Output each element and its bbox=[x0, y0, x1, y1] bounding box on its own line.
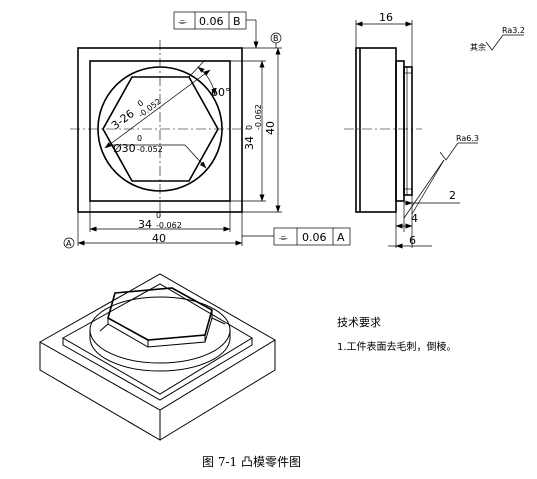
flatness-frame-bottom: ⌯ 0.06 A bbox=[242, 227, 351, 246]
angle-ext-line bbox=[188, 59, 206, 78]
tech-item-1: 1.工件表面去毛刺，倒棱。 bbox=[337, 340, 457, 353]
hex-dim-line bbox=[104, 69, 211, 149]
side-step bbox=[395, 60, 405, 202]
side-base-block bbox=[355, 47, 397, 213]
angle-text: 60° bbox=[211, 86, 231, 99]
outer-width-value: 40 bbox=[152, 232, 166, 245]
inner-width-value: 34 bbox=[138, 218, 152, 231]
roughness-other: 其余 Ra3.2 bbox=[470, 26, 525, 52]
tech-title: 技术要求 bbox=[337, 316, 381, 329]
datum-a-circle bbox=[63, 237, 75, 249]
isometric-view bbox=[38, 273, 276, 441]
tech-requirements: 技术要求 1.工件表面去毛刺，倒棱。 bbox=[337, 316, 457, 353]
flatness-top-datum: B bbox=[233, 15, 241, 28]
datum-b-label: B bbox=[273, 34, 279, 43]
roughness-other-prefix: 其余 bbox=[470, 42, 486, 52]
inner-height-lower: -0.062 bbox=[254, 104, 263, 130]
circle-dim-leader bbox=[184, 144, 207, 169]
dim-4-value: 4 bbox=[411, 212, 418, 225]
inner-height-upper: 0 bbox=[245, 125, 254, 130]
roughness-other-value: Ra3.2 bbox=[502, 26, 525, 35]
circle-dim-lower: -0.052 bbox=[137, 145, 163, 154]
flatness-bottom-datum: A bbox=[337, 231, 345, 244]
outer-height-value: 40 bbox=[264, 121, 277, 135]
flatness-top-value: 0.06 bbox=[199, 15, 224, 28]
flatness-bottom-symbol: ⌯ bbox=[279, 231, 288, 244]
dim-2-value: 2 bbox=[449, 189, 456, 202]
roughness-ra63: Ra6.3 bbox=[403, 134, 479, 219]
inner-width-lower: -0.062 bbox=[156, 221, 182, 230]
roughness-face-value: Ra6.3 bbox=[456, 134, 479, 143]
inner-width-upper: 0 bbox=[156, 211, 161, 220]
circle-dim-upper: 0 bbox=[137, 134, 142, 143]
circle-dim-text: Ø30 bbox=[113, 142, 136, 155]
inner-height-value: 34 bbox=[243, 136, 256, 150]
angle-arc bbox=[197, 66, 217, 96]
flatness-bottom-value: 0.06 bbox=[302, 231, 327, 244]
flatness-top-symbol: ⌯ bbox=[178, 15, 187, 28]
side-view: 16 2 4 6 Ra6.3 其余 Ra3.2 bbox=[344, 11, 525, 249]
hex-dim-upper: 0 bbox=[136, 98, 145, 108]
dim-6-value: 6 bbox=[409, 234, 416, 247]
front-view: 3-26 0 -0.052 60° Ø30 0 -0.052 34 0 -0.0… bbox=[63, 11, 351, 249]
length-dim-value: 16 bbox=[379, 11, 393, 24]
flatness-frame-top: ⌯ 0.06 B bbox=[173, 11, 259, 49]
datum-a-label: A bbox=[66, 239, 72, 248]
figure-caption: 图 7-1 凸模零件图 bbox=[202, 455, 301, 469]
side-boss bbox=[403, 66, 413, 196]
